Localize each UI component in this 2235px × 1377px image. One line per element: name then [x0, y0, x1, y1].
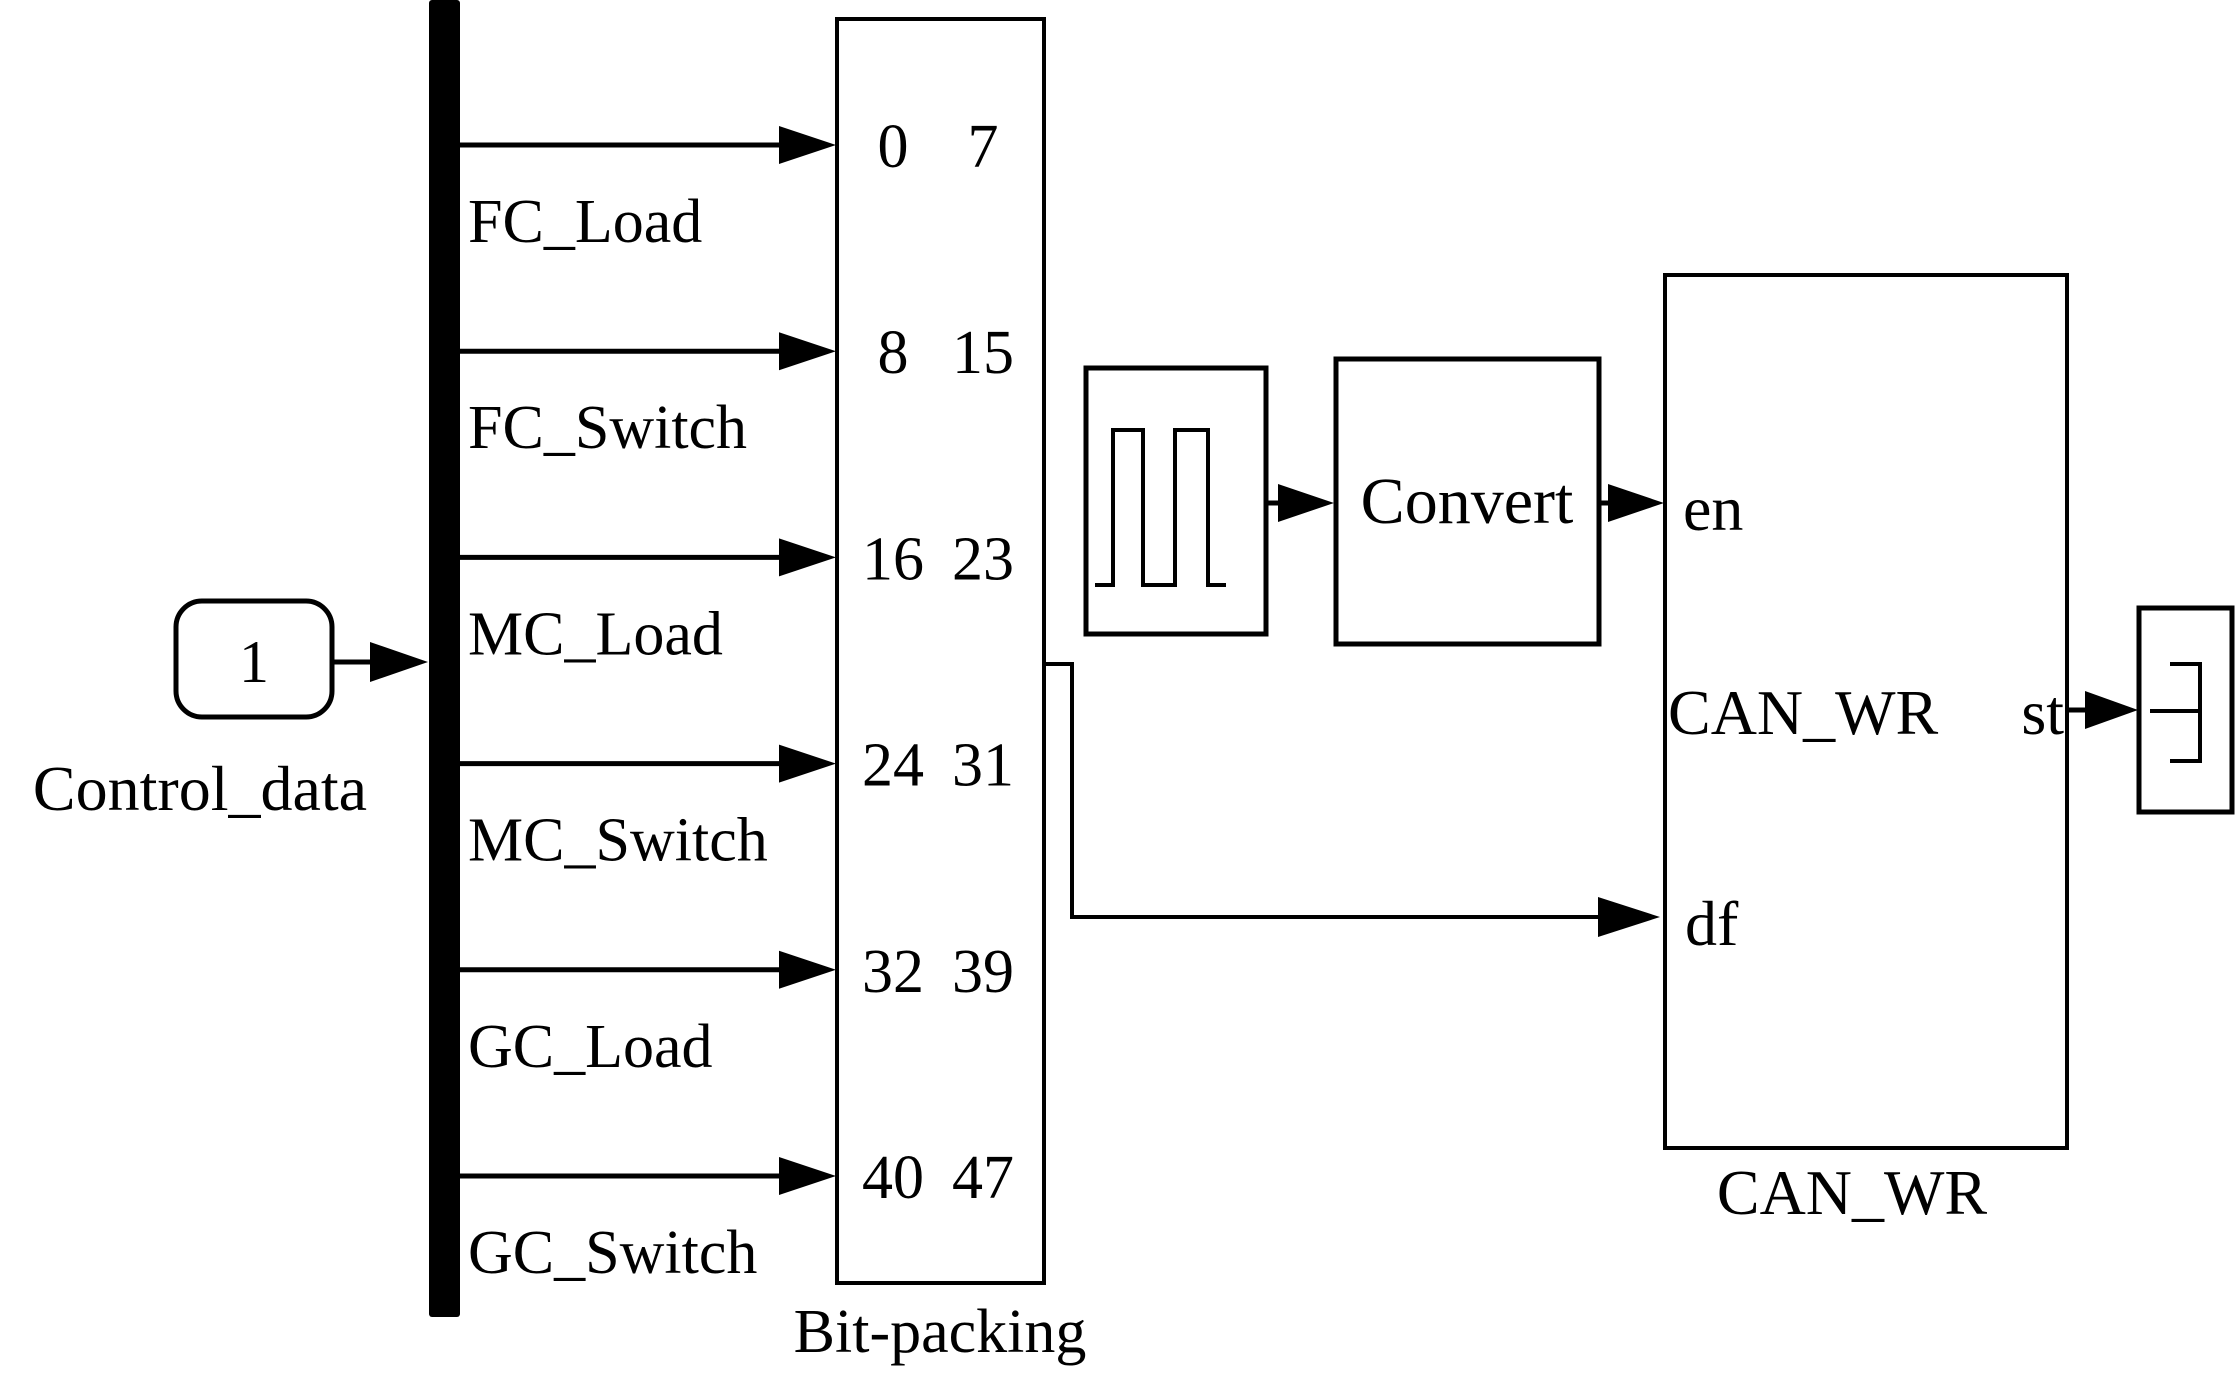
terminator-icon: [2150, 662, 2202, 763]
arrow-head-icon: [1598, 897, 1660, 937]
bit-packing-block[interactable]: [835, 17, 1046, 1285]
signal-name-label: MC_Load: [468, 600, 723, 668]
bus-selector-bar[interactable]: [429, 0, 460, 1317]
st-to-terminator-wire[interactable]: [2068, 691, 2138, 729]
can-write-block[interactable]: en df CAN_WR st: [1663, 273, 2069, 1150]
bit-end-label: 7: [968, 113, 999, 181]
signal-name-label: GC_Load: [468, 1013, 713, 1081]
signal-name-label: MC_Switch: [468, 807, 768, 875]
arrow-head-icon: [2085, 691, 2138, 729]
bit-start-label: 0: [878, 113, 909, 181]
inport-number: 1: [239, 629, 269, 695]
bus-signal-wire[interactable]: [460, 126, 836, 164]
arrow-head-icon: [1608, 484, 1664, 522]
bit-start-label: 8: [878, 319, 909, 387]
can-input-df: df: [1685, 888, 1739, 959]
arrow-head-icon: [779, 744, 836, 783]
inport-label: Control_data: [33, 753, 367, 824]
arrow-head-icon: [370, 642, 428, 682]
pulse-generator-block[interactable]: [1083, 365, 1269, 637]
bit-end-label: 39: [952, 938, 1014, 1006]
bit-end-label: 47: [952, 1144, 1014, 1212]
bus-signal-wire[interactable]: [460, 1157, 836, 1195]
bit-start-label: 40: [862, 1144, 924, 1212]
convert-label: Convert: [1361, 465, 1574, 538]
bus-signal-wires: FC_LoadFC_SwitchMC_LoadMC_SwitchGC_LoadG…: [460, 126, 836, 1287]
bit-start-label: 24: [862, 732, 924, 800]
bit-end-label: 15: [952, 319, 1014, 387]
convert-block[interactable]: Convert: [1333, 356, 1602, 647]
convert-to-en-wire[interactable]: [1600, 484, 1664, 522]
can-inner-label: CAN_WR: [1668, 677, 1939, 748]
can-write-label: CAN_WR: [1717, 1157, 1988, 1228]
bit-packing-label: Bit-packing: [794, 1298, 1087, 1366]
bus-signal-wire[interactable]: [460, 332, 836, 371]
arrow-head-icon: [779, 538, 836, 577]
pulse-to-convert-wire[interactable]: [1268, 484, 1334, 522]
can-output-st: st: [2021, 677, 2064, 748]
arrow-head-icon: [779, 332, 836, 371]
bus-signal-wire[interactable]: [460, 744, 836, 783]
bus-signal-wire[interactable]: [460, 950, 836, 989]
signal-name-label: FC_Load: [468, 188, 702, 256]
arrow-head-icon: [779, 126, 836, 164]
inport-to-bus-wire[interactable]: [334, 642, 428, 682]
bit-end-label: 23: [952, 525, 1014, 593]
pulse-generator-icon: [1095, 428, 1226, 587]
arrow-head-icon: [779, 1157, 836, 1195]
can-input-en: en: [1683, 473, 1743, 544]
arrow-head-icon: [1278, 484, 1334, 522]
signal-name-label: GC_Switch: [468, 1219, 757, 1287]
terminator-block[interactable]: [2136, 605, 2235, 815]
bus-signal-wire[interactable]: [460, 538, 836, 577]
bitpack-to-df-wire[interactable]: [1045, 662, 1660, 937]
signal-name-label: FC_Switch: [468, 394, 747, 462]
bit-end-label: 31: [952, 732, 1014, 800]
bit-start-label: 32: [862, 938, 924, 1006]
bit-start-label: 16: [862, 525, 924, 593]
arrow-head-icon: [779, 950, 836, 989]
inport-block[interactable]: 1: [173, 598, 335, 720]
